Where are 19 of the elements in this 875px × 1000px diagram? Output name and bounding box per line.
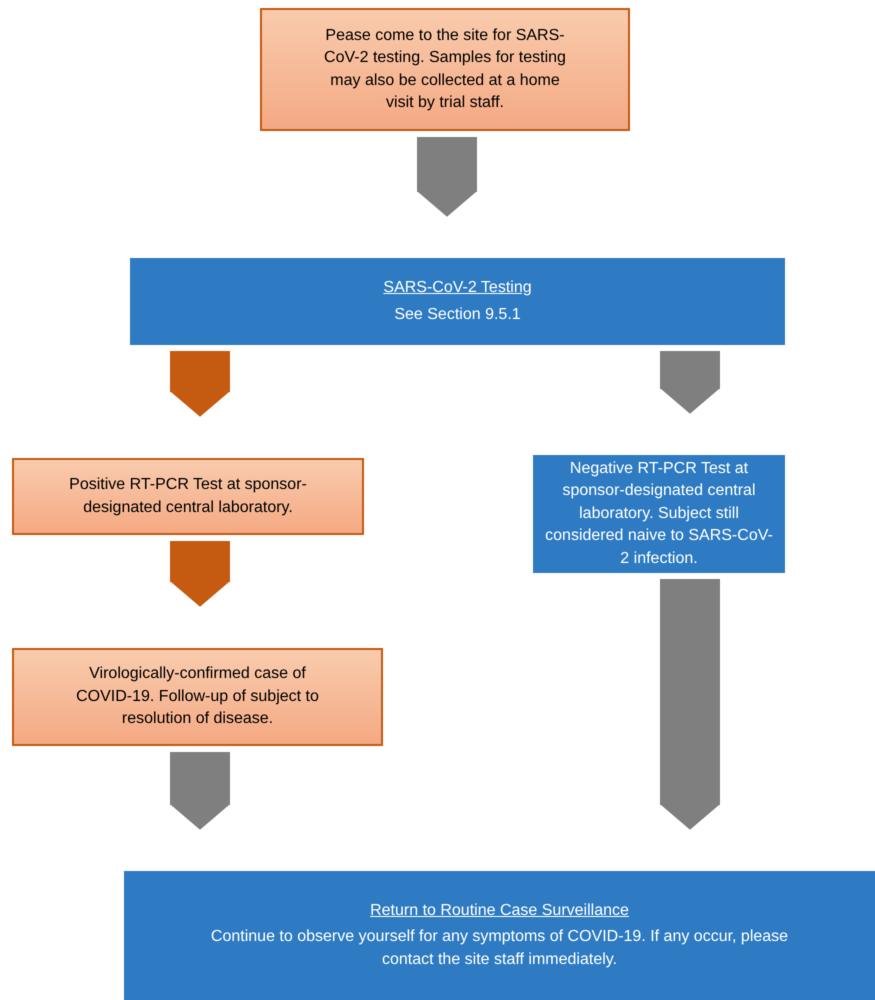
process-box: [130, 258, 785, 345]
process-box: [260, 8, 630, 131]
block-arrow: [170, 541, 230, 607]
box-text: Pease come to the site for SARS-CoV-2 testing. Samples for testing may also be collected at a home visit by trial staff.: [323, 26, 567, 113]
box-text: Positive RT-PCR Test at sponsor-designated central laboratory.: [68, 475, 308, 518]
block-arrow: [170, 752, 230, 830]
box-text: Negative RT-PCR Test at sponsor-designated central laboratory. Subject still considered naive to SARS-CoV-2 infection.: [544, 459, 774, 569]
block-arrow: [660, 351, 720, 414]
block-arrow: [170, 351, 230, 417]
process-box: [12, 648, 383, 746]
process-box: [12, 458, 364, 535]
box-text: Virologically-confirmed case of COVID-19. Follow-up of subject to resolution of disease.: [75, 664, 320, 730]
box-heading: Return to Routine Case Surveillance: [370, 900, 629, 921]
block-arrow: [417, 137, 477, 217]
box-text: Continue to observe yourself for any symptoms of COVID-19. If any occur, please contact the site staff immediately.: [210, 927, 790, 970]
box-heading: SARS-CoV-2 Testing: [383, 278, 532, 298]
process-box: [124, 871, 875, 1000]
box-text: See Section 9.5.1: [394, 304, 521, 324]
block-arrow: [660, 579, 720, 830]
